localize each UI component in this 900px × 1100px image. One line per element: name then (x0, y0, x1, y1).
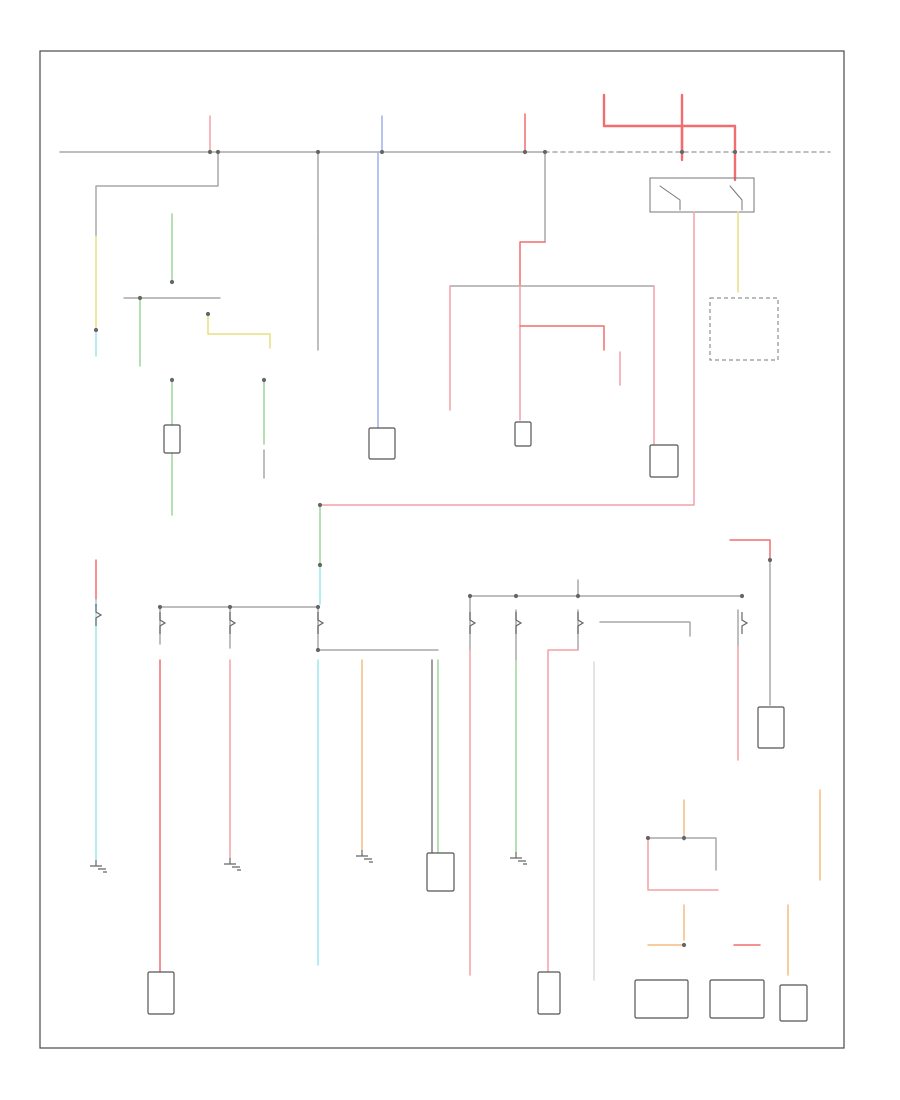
junction-dot-15 (317, 502, 323, 508)
right-long-pink-return (319, 211, 695, 506)
center-relay-box (514, 421, 532, 447)
junction-dot-10 (169, 279, 175, 285)
diagram-frame (39, 50, 845, 1049)
left-lower-component-box (147, 971, 175, 1015)
right-lower-upper-link (599, 621, 691, 637)
junction-dot-6 (542, 149, 548, 155)
top-right-red-bridge (680, 124, 737, 182)
middle-ground-1 (356, 850, 373, 863)
bottom-right-small-box (779, 984, 808, 1022)
left-yellow-cross-link (207, 313, 271, 349)
left-upper-branch (95, 151, 219, 237)
fuse-symbol-4 (317, 612, 325, 634)
junction-dot-22 (513, 593, 519, 599)
junction-dot-14 (261, 377, 267, 383)
junction-dot-17 (157, 604, 163, 610)
junction-dot-27 (681, 942, 687, 948)
right-relay-contact-right (729, 185, 743, 211)
blower-motor-box (368, 427, 396, 460)
junction-dot-3 (522, 149, 528, 155)
junction-dot-19 (315, 604, 321, 610)
fuse-symbol-1 (95, 604, 103, 626)
fuse-symbol-2 (159, 612, 167, 634)
center-lower-component-box (537, 971, 561, 1015)
junction-dot-7 (679, 149, 685, 155)
junction-dot-1 (207, 149, 213, 155)
fuse-symbol-3 (229, 612, 237, 634)
right-relay-outline (649, 177, 755, 213)
left-ground-1 (90, 860, 107, 873)
junction-dot-8 (732, 149, 738, 155)
center-relay-red-link (519, 325, 605, 351)
fuse-symbol-8 (741, 612, 749, 634)
bottom-right-large-box-2 (709, 979, 765, 1019)
fuse-symbol-6 (515, 612, 523, 634)
junction-dot-28 (767, 557, 773, 563)
junction-dot-12 (205, 311, 211, 317)
right-lower-pink-long (547, 649, 579, 976)
left-relay-box (163, 424, 181, 454)
top-right-red-link (602, 93, 684, 154)
middle-lower-component-box (426, 852, 455, 892)
junction-dot-11 (137, 295, 143, 301)
junction-dot-23 (575, 593, 581, 599)
junction-dot-18 (227, 604, 233, 610)
middle-ground-2 (510, 852, 527, 865)
fuse-symbol-5 (469, 612, 477, 634)
junction-dot-13 (169, 377, 175, 383)
right-small-component-box (757, 706, 785, 749)
junction-dot-5 (315, 149, 321, 155)
junction-dot-16 (317, 562, 323, 568)
right-component-box (649, 444, 679, 478)
junction-dot-2 (379, 149, 385, 155)
right-red-stub (729, 539, 771, 561)
junction-dot-4 (215, 149, 221, 155)
junction-dot-26 (645, 835, 651, 841)
fuse-symbol-7 (577, 612, 585, 634)
junction-dot-24 (739, 593, 745, 599)
right-relay-contact-left (659, 185, 681, 211)
right-lower-feed-left (469, 579, 579, 651)
right-module-outline (709, 297, 779, 361)
center-right-red-drop (519, 241, 546, 286)
junction-dot-9 (93, 327, 99, 333)
junction-dot-21 (467, 593, 473, 599)
bottom-right-box-link (647, 837, 717, 871)
junction-dot-25 (681, 835, 687, 841)
bottom-right-pink-loop (647, 837, 719, 891)
bottom-right-large-box-1 (634, 979, 689, 1019)
junction-dot-20 (315, 647, 321, 653)
left-ground-2 (224, 858, 241, 871)
